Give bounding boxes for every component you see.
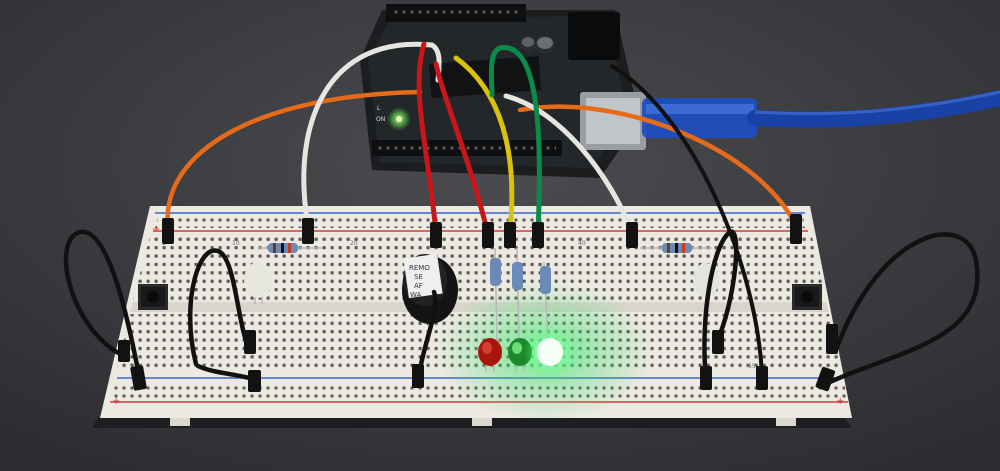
wire-black-loop-left [63, 229, 143, 383]
wire-yellow [453, 55, 515, 235]
wire-plugs [118, 214, 838, 392]
wire-red-1 [416, 41, 439, 237]
buzzer-label-2: SE [414, 273, 423, 281]
row-number-55: 55 [748, 363, 756, 370]
wires [63, 41, 980, 385]
photo-sensor-left [244, 262, 272, 304]
wire-black-left-2 [187, 248, 253, 367]
rail-plus-bottom-left: + [112, 396, 120, 407]
resistor-red-led [490, 247, 501, 341]
wire-black-loop-right [827, 232, 980, 385]
push-button-right [792, 284, 822, 310]
resistor-left [258, 243, 322, 253]
wire-white-right [503, 93, 635, 235]
wire-orange-right [517, 104, 799, 229]
row-number-10: 10 [232, 240, 240, 247]
wire-black-right-1 [702, 229, 739, 381]
wire-black-long [610, 64, 764, 382]
buzzer-label-3: AF [414, 282, 423, 290]
push-button-left [138, 284, 168, 310]
buzzer-label-1: REMO [409, 264, 430, 272]
led-white-lit [524, 327, 576, 379]
resistor-white-led [540, 261, 551, 341]
row-number-20: 20 [350, 240, 358, 247]
rail-plus-bottom-right: + [836, 396, 844, 407]
board-text-l: L [377, 105, 381, 112]
led-red [478, 338, 502, 372]
buzzer: REMO SE AF WA [402, 253, 458, 324]
wire-green [488, 45, 542, 235]
wire-white-left [301, 41, 442, 229]
wire-orange-left [165, 89, 423, 231]
board-text-on: ON [376, 116, 385, 123]
buzzer-label-4: WA [410, 291, 422, 299]
row-number-40: 40 [578, 240, 586, 247]
resistor-right [640, 243, 712, 253]
rail-plus-top-left: + [152, 224, 160, 235]
wire-red-2 [433, 61, 491, 237]
resistor-green-led [512, 247, 523, 341]
